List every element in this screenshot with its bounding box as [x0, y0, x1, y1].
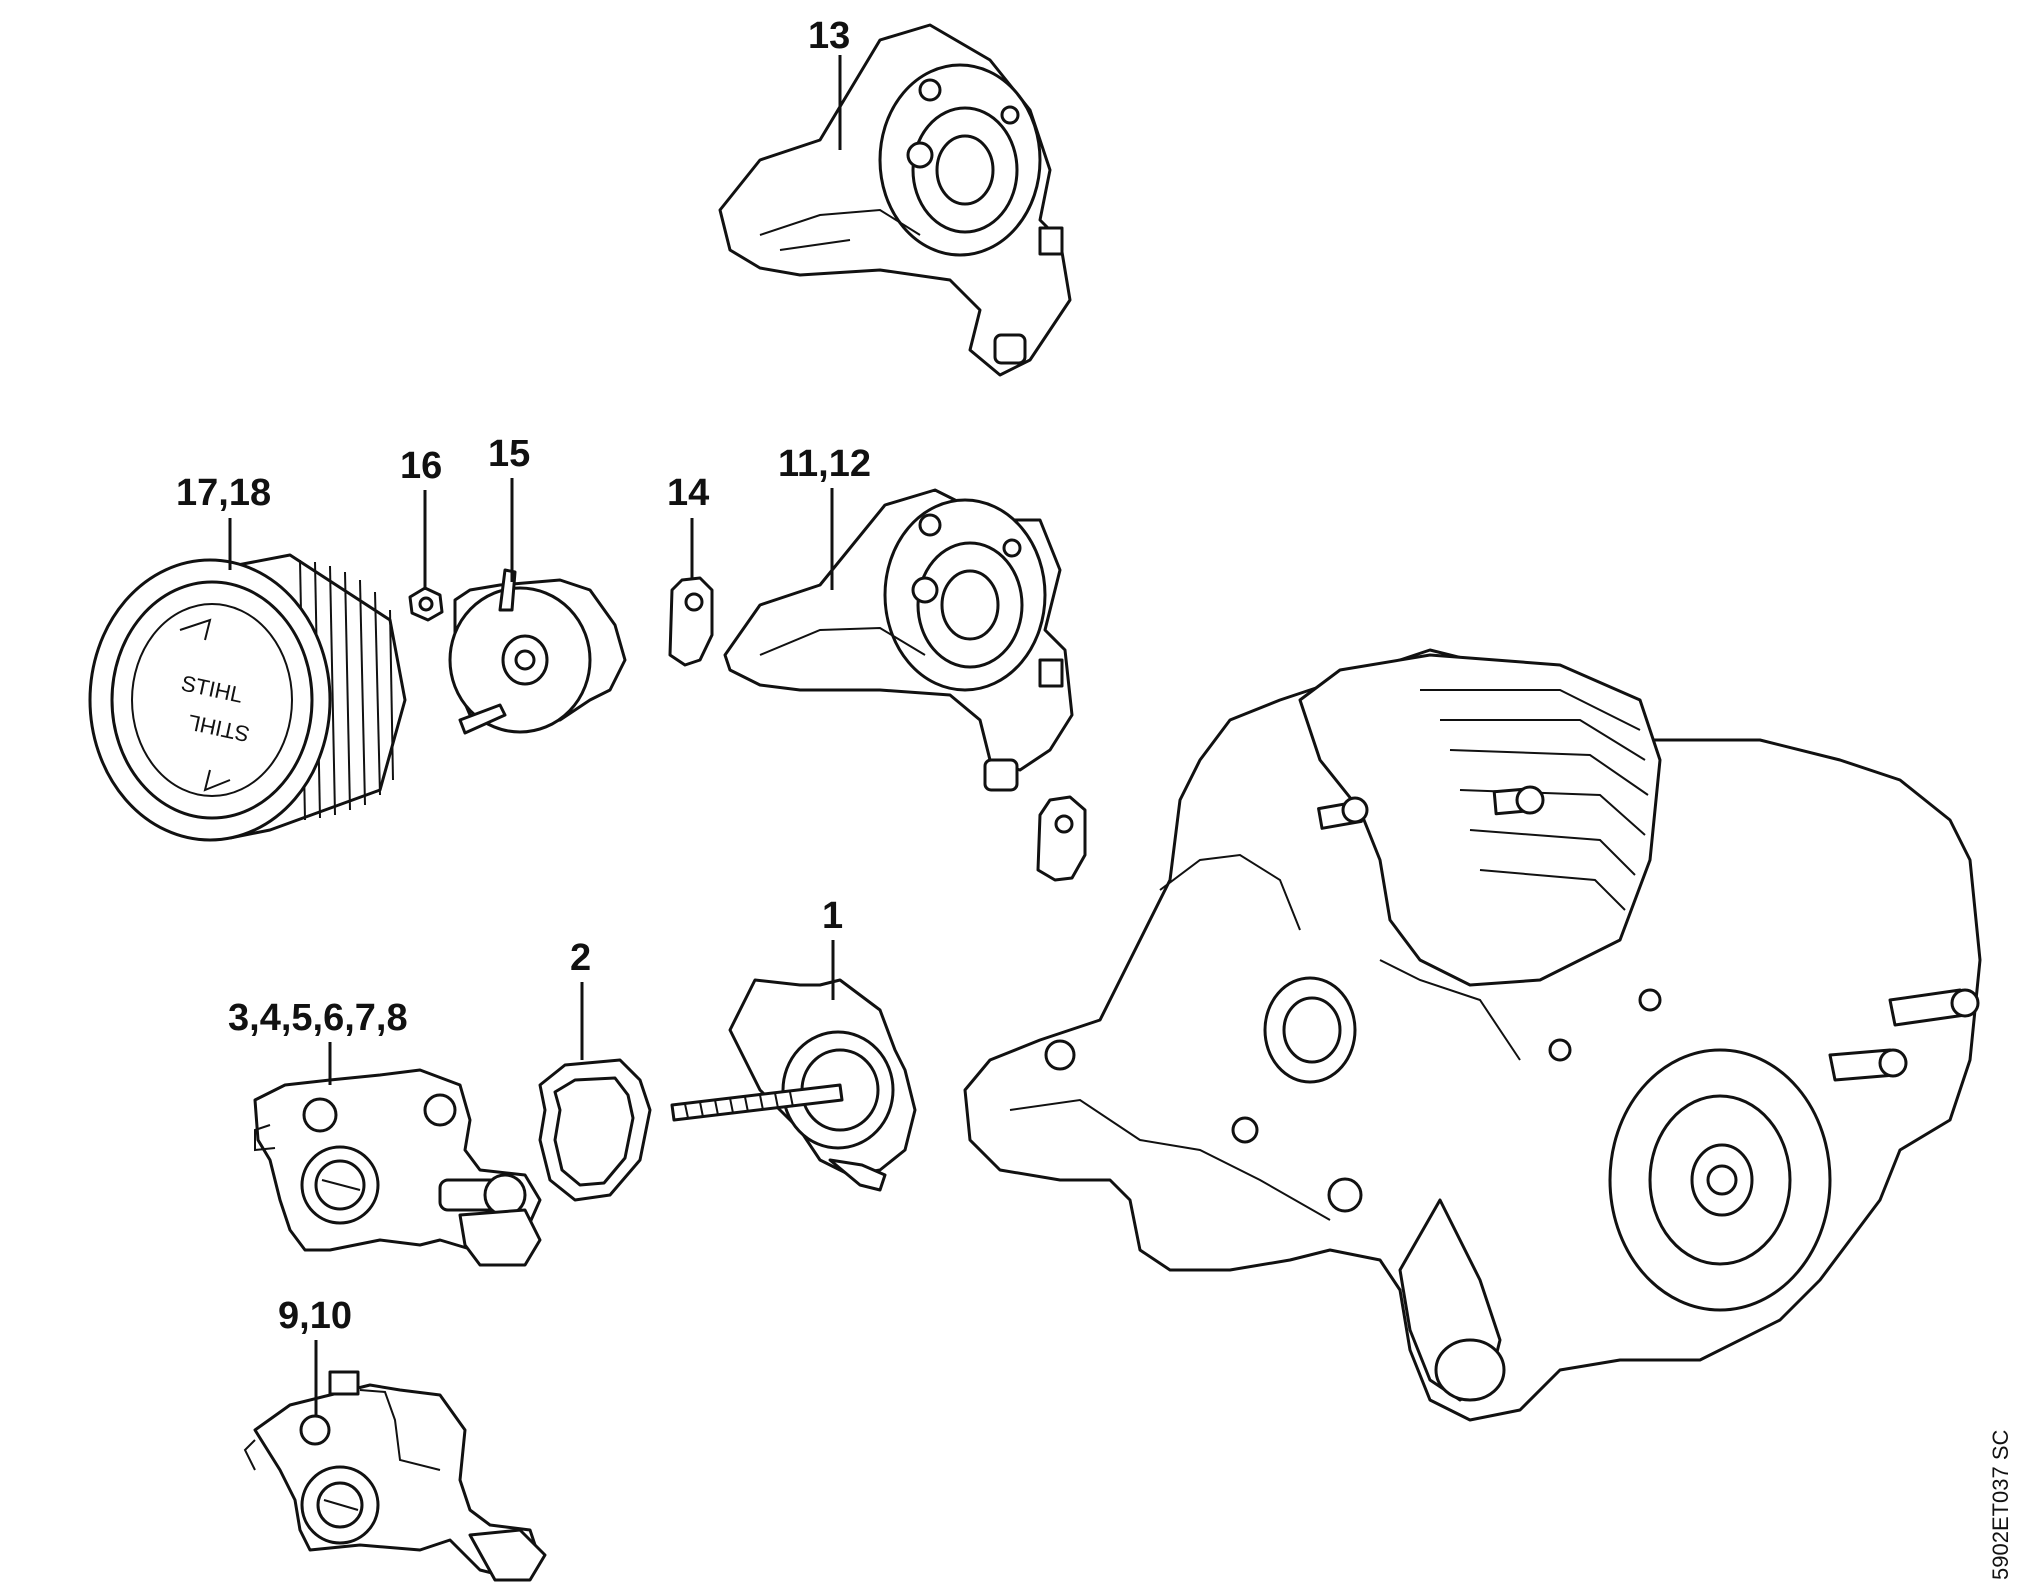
engine-crankcase-assembly — [963, 648, 1982, 1422]
label-16: 16 — [400, 445, 442, 487]
part-14-mount — [668, 576, 1087, 882]
part-2-gasket — [538, 1058, 652, 1202]
leader-lines — [228, 55, 842, 1415]
label-2: 2 — [570, 937, 591, 979]
part-labels: 13 17,18 16 15 14 11,12 1 2 3,4,5,6,7,8 … — [176, 15, 871, 1337]
label-3-8: 3,4,5,6,7,8 — [228, 997, 408, 1039]
part-13-carburetor-carrier — [718, 23, 1072, 377]
part-3-8-carburetor — [253, 1068, 542, 1267]
label-14: 14 — [667, 472, 709, 514]
label-17-18: 17,18 — [176, 472, 271, 514]
part-9-10-carburetor — [243, 1370, 547, 1582]
drawing-code: 5902ET037 SC — [1988, 1429, 2013, 1580]
label-15: 15 — [488, 433, 530, 475]
label-13: 13 — [808, 15, 850, 57]
part-17-18-air-filter: STIHL STIHL — [88, 553, 407, 842]
part-16-nut — [408, 586, 444, 622]
label-9-10: 9,10 — [278, 1295, 352, 1337]
part-11-12-carburetor-carrier — [723, 488, 1074, 792]
part-15-flange — [448, 568, 627, 735]
part-1-intake-flange — [670, 978, 917, 1192]
label-11-12: 11,12 — [778, 443, 871, 485]
label-1: 1 — [822, 895, 843, 937]
